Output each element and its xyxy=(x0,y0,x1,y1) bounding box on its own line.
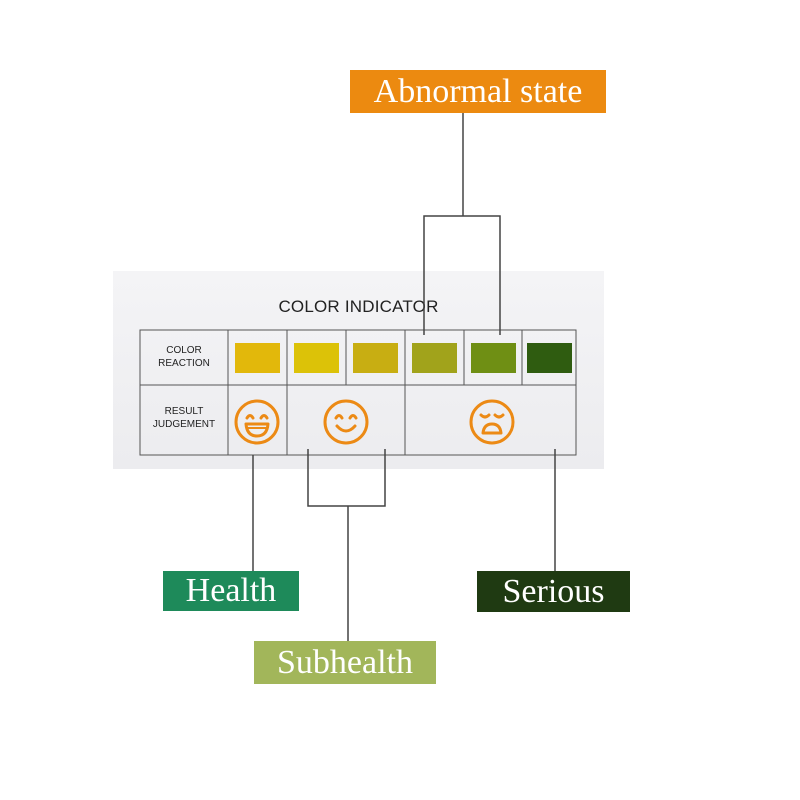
swatch-4 xyxy=(412,343,457,373)
swatch-6 xyxy=(527,343,572,373)
swatch-1 xyxy=(235,343,280,373)
indicator-title: COLOR INDICATOR xyxy=(278,297,439,316)
laughing-face-icon xyxy=(234,399,280,445)
swatch-2 xyxy=(294,343,339,373)
serious-label: Serious xyxy=(477,571,630,612)
health-label: Health xyxy=(163,571,299,611)
color-reaction-label: COLOR REACTION xyxy=(158,345,210,369)
subhealth-label: Subhealth xyxy=(254,641,436,684)
swatch-3 xyxy=(353,343,398,373)
smiling-face-icon xyxy=(323,399,369,445)
sad-face-icon xyxy=(469,399,515,445)
result-judgement-label: RESULT JUDGEMENT xyxy=(152,406,216,430)
swatch-5 xyxy=(471,343,516,373)
abnormal-state-label: Abnormal state xyxy=(350,70,606,113)
